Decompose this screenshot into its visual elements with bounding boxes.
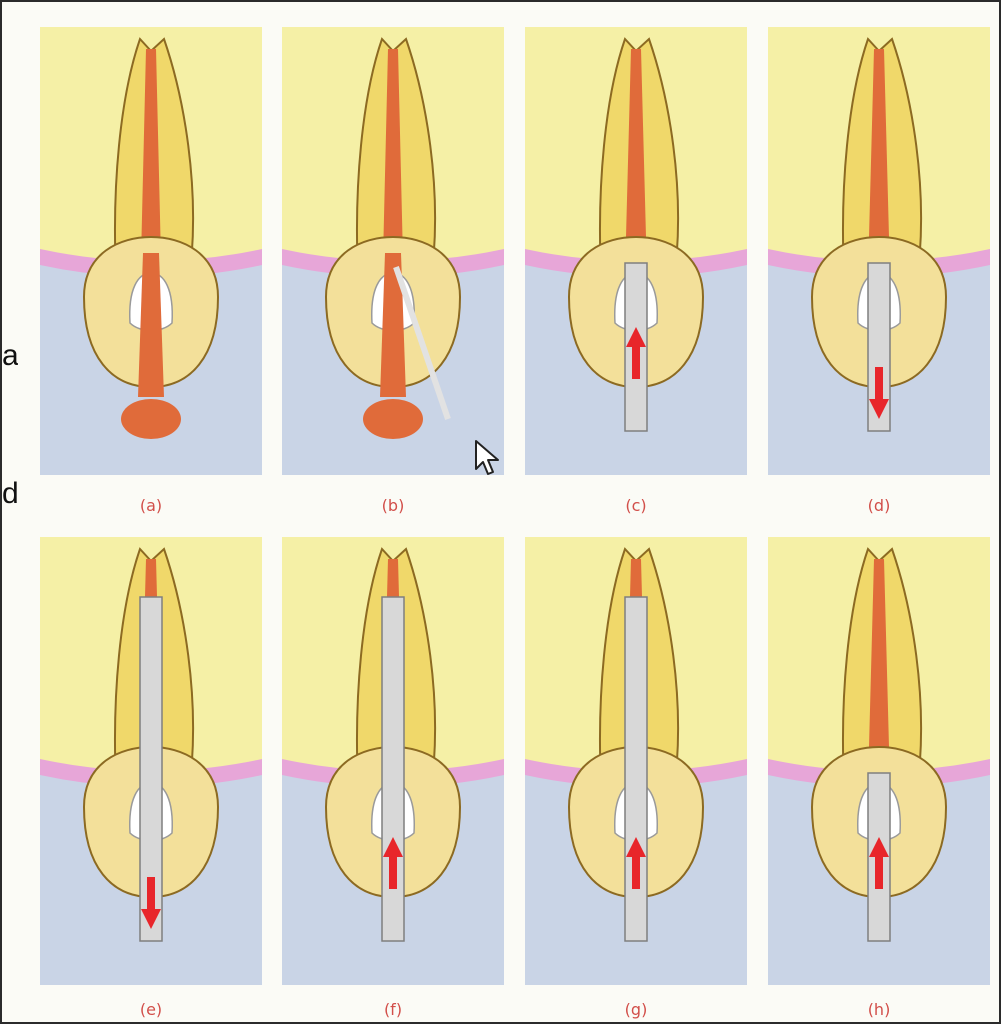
- edge-text-fragment: d: [2, 478, 18, 510]
- metal-cylinder: [625, 597, 647, 941]
- panel-b-illustration: [282, 27, 504, 475]
- caption-g: (g): [525, 1000, 747, 1019]
- caption-e: (e): [40, 1000, 262, 1019]
- panel-c: [525, 27, 747, 475]
- panel-f-illustration: [282, 537, 504, 985]
- post-pattern-head: [363, 399, 423, 439]
- panel-g-illustration: [525, 537, 747, 985]
- post-pattern-head: [121, 399, 181, 439]
- panel-a: [40, 27, 262, 475]
- panel-h-illustration: [768, 537, 990, 985]
- panel-d-illustration: [768, 27, 990, 475]
- panel-e-illustration: [40, 537, 262, 985]
- edge-text-fragment: a: [2, 340, 18, 372]
- panel-g: [525, 537, 747, 985]
- panel-a-illustration: [40, 27, 262, 475]
- panel-f: [282, 537, 504, 985]
- caption-h: (h): [768, 1000, 990, 1019]
- caption-a: (a): [40, 496, 262, 515]
- panel-d: [768, 27, 990, 475]
- mouse-cursor-icon: [474, 439, 502, 482]
- caption-b: (b): [282, 496, 504, 515]
- panel-h: [768, 537, 990, 985]
- caption-c: (c): [525, 496, 747, 515]
- metal-cylinder: [382, 597, 404, 941]
- panel-e: [40, 537, 262, 985]
- caption-f: (f): [282, 1000, 504, 1019]
- panel-b: [282, 27, 504, 475]
- caption-d: (d): [768, 496, 990, 515]
- panel-c-illustration: [525, 27, 747, 475]
